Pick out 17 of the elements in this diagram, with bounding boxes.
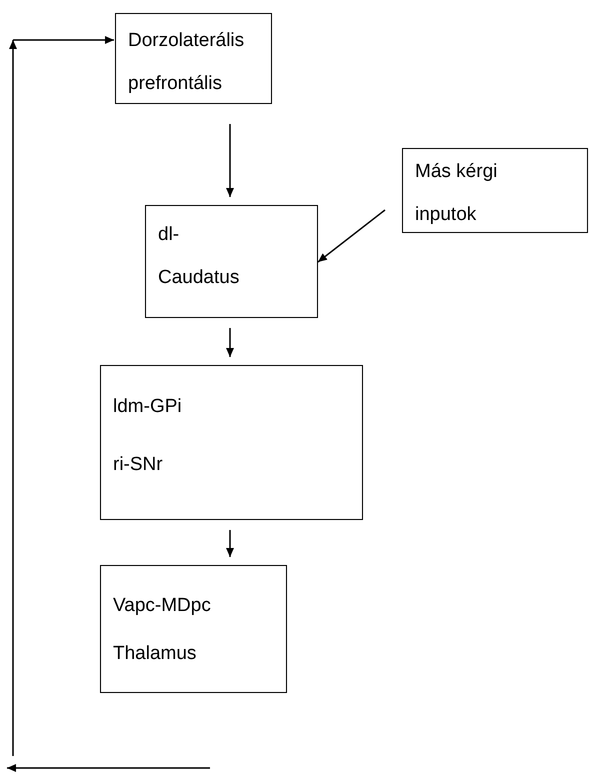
- box-label: dl- Caudatus: [158, 223, 240, 290]
- process-box: [145, 205, 318, 318]
- box-label: Dorzolaterális prefrontális: [128, 29, 246, 96]
- box-label: Vapc-MDpc: [113, 594, 211, 618]
- feedback-arrow: [7, 36, 210, 772]
- box-label: Más kérgi inputok: [415, 160, 498, 227]
- box-label: ri-SNr: [113, 453, 163, 477]
- process-box: [115, 13, 272, 104]
- arrow: [226, 328, 234, 357]
- process-box: [402, 148, 588, 233]
- arrow: [226, 124, 234, 197]
- box-label: ldm-GPi: [113, 395, 182, 419]
- process-box: [100, 565, 287, 693]
- arrow: [226, 530, 234, 557]
- box-label: Thalamus: [113, 642, 196, 666]
- arrow: [318, 209, 386, 263]
- process-box: [100, 365, 363, 520]
